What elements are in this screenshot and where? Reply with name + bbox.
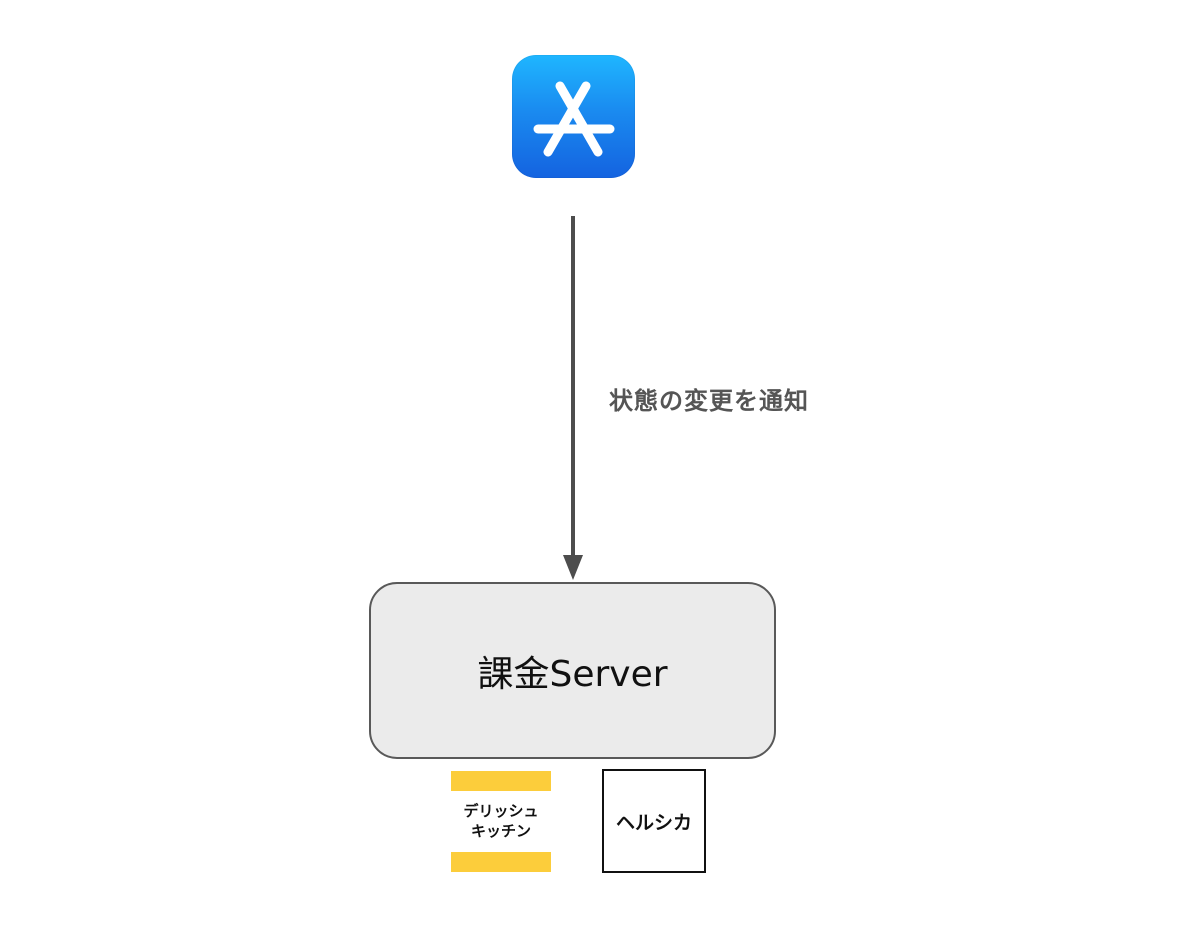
server-label: 課金Server (477, 653, 668, 695)
delish-logo-line1: デリッシュ (463, 802, 539, 820)
delish-kitchen-logo: デリッシュ キッチン (451, 771, 551, 872)
arrow-head (563, 555, 583, 580)
herusika-logo-text: ヘルシカ (615, 811, 692, 834)
delish-logo-text: デリッシュ キッチン (451, 801, 551, 841)
app-store-icon (512, 55, 635, 178)
app-store-glyph (533, 81, 615, 157)
billing-server-node: 課金Server (369, 582, 776, 759)
delish-logo-bottom-bar (451, 852, 551, 872)
edge-label: 状態の変更を通知 (609, 387, 809, 415)
delish-logo-line2: キッチン (470, 822, 531, 840)
delish-logo-top-bar (451, 771, 551, 791)
herusika-logo: ヘルシカ (602, 769, 706, 873)
